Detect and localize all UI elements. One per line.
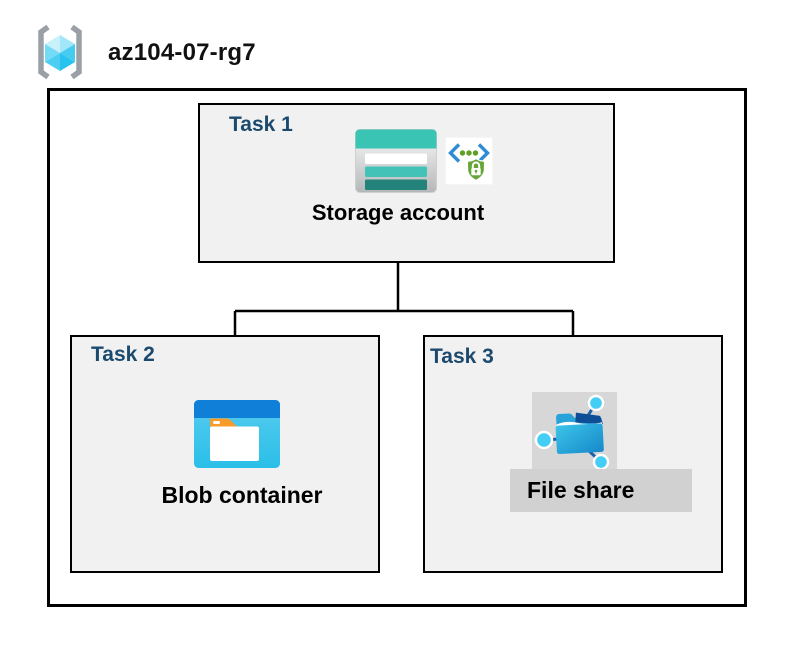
task3-box: Task 3 File share [423, 335, 723, 573]
file-share-icon-background [532, 392, 617, 471]
task1-box: Task 1 Storage account [198, 103, 615, 263]
blob-container-icon [194, 400, 280, 468]
file-share-icon [534, 394, 610, 471]
secure-endpoint-icon [445, 137, 493, 185]
resource-group-title: az104-07-rg7 [108, 39, 256, 66]
task2-box: Task 2 Blob container [70, 335, 380, 573]
storage-account-icon [355, 129, 437, 193]
file-share-label: File share [527, 477, 635, 503]
storage-account-label: Storage account [311, 200, 485, 225]
file-share-label-band: File share [510, 469, 692, 512]
blob-container-label: Blob container [161, 482, 323, 508]
task1-label: Task 1 [229, 113, 293, 136]
azure-resource-group-icon [38, 24, 82, 80]
task2-label: Task 2 [91, 343, 155, 366]
task3-label: Task 3 [430, 345, 494, 368]
